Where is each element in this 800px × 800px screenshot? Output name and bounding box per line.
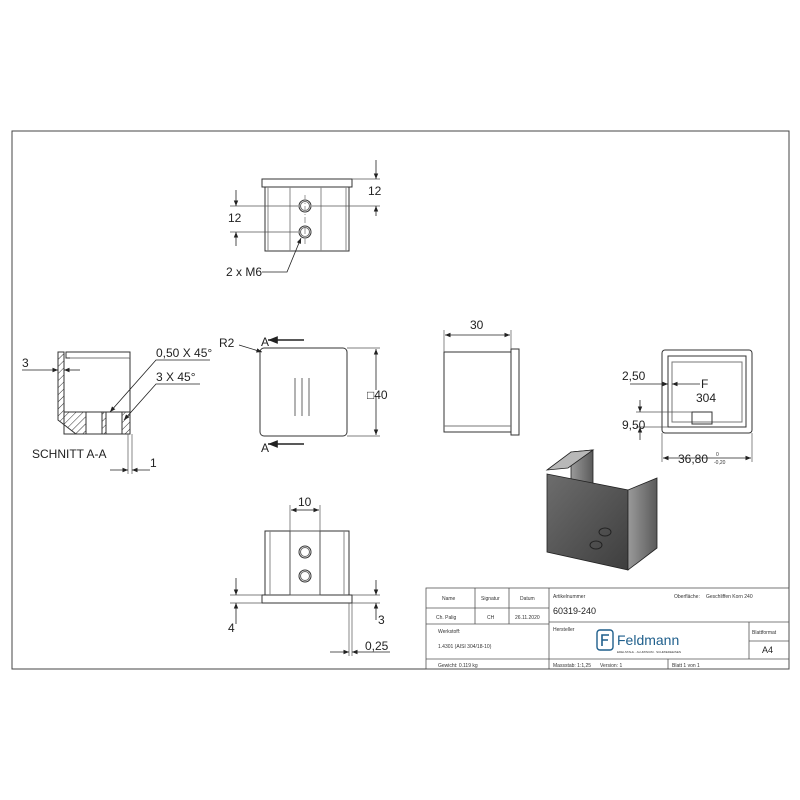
tb-name: Ch. Palig (436, 615, 457, 621)
iso-hole-lower (589, 540, 603, 550)
stamp-304: 304 (696, 391, 716, 405)
bottom-dim-4: 4 (228, 621, 235, 635)
tb-date: 26.11.2020 (515, 615, 540, 621)
tb-signature: CH (487, 615, 495, 621)
chamfer-callout-2: 3 X 45° (156, 370, 196, 384)
tb-sheet-format: A4 (762, 645, 773, 655)
tb-scale: Massstab: 1:1,25 (553, 663, 591, 669)
bottom-dim-3: 3 (378, 613, 385, 627)
chamfer-callout-1: 0,50 X 45° (156, 346, 212, 360)
bottom-dim-0-25: 0,25 (365, 639, 389, 653)
stamp-f: F (701, 377, 708, 391)
side-view (443, 330, 520, 436)
section-mark-bottom: A (261, 441, 269, 455)
end-view (630, 349, 753, 462)
end-dim-9-50: 9,50 (622, 418, 646, 432)
tb-article-label: Artikelnummer (553, 594, 586, 600)
title-block (425, 587, 790, 670)
tb-manufacturer-label: Hersteller (553, 627, 575, 633)
bottom-dim-10: 10 (298, 495, 312, 509)
end-dim-2-50: 2,50 (622, 369, 646, 383)
section-mark-top: A (261, 335, 269, 349)
iso-hole-upper (598, 527, 612, 537)
tb-weight: Gewicht: 0.119 kg (438, 663, 478, 669)
bottom-view (230, 505, 390, 656)
section-dim-3: 3 (22, 356, 29, 370)
tb-material-label: Werkstoff: (438, 629, 460, 635)
front-dim-40: □40 (367, 388, 388, 402)
front-view (238, 336, 380, 448)
section-dim-1: 1 (150, 456, 157, 470)
top-dim-12-left: 12 (228, 211, 242, 225)
tolerance-lower: -0,20 (714, 460, 726, 466)
radius-callout: R2 (219, 336, 235, 350)
end-dim-36-80: 36,80 (678, 452, 708, 466)
top-dim-12-right: 12 (368, 184, 382, 198)
top-view (230, 160, 380, 273)
tb-material-value: 1.4301 (AISI 304/18-10) (438, 644, 492, 650)
tb-header-name: Name (442, 596, 456, 602)
side-dim-30: 30 (470, 318, 484, 332)
hole-callout: 2 x M6 (226, 265, 262, 279)
isometric-view (545, 449, 658, 571)
tb-sheet: Blatt 1 von 1 (672, 663, 700, 669)
tb-surface-label: Oberfläche: (674, 594, 700, 600)
tb-article-number: 60319-240 (553, 606, 596, 616)
tb-header-signature: Signatur (481, 596, 500, 602)
bottom-hole-lower (298, 569, 312, 583)
drawing-frame (11, 130, 790, 670)
tb-version: Version: 1 (600, 663, 622, 669)
tb-brand: Feldmann (617, 632, 679, 648)
tb-header-date: Datum (520, 596, 535, 602)
section-label: SCHNITT A-A (32, 447, 106, 461)
tb-brand-tagline: EDELSTAHL · ALUMINIUM · SCHMIEDEEISEN (617, 650, 681, 654)
tb-sheet-format-label: Blattformat (752, 630, 777, 636)
tb-surface-value: Geschliffen Korn 240 (706, 594, 753, 600)
tolerance-upper: 0 (716, 452, 719, 458)
feldmann-logo-mark (596, 629, 614, 651)
section-view (22, 351, 210, 474)
bottom-hole-upper (298, 545, 312, 559)
